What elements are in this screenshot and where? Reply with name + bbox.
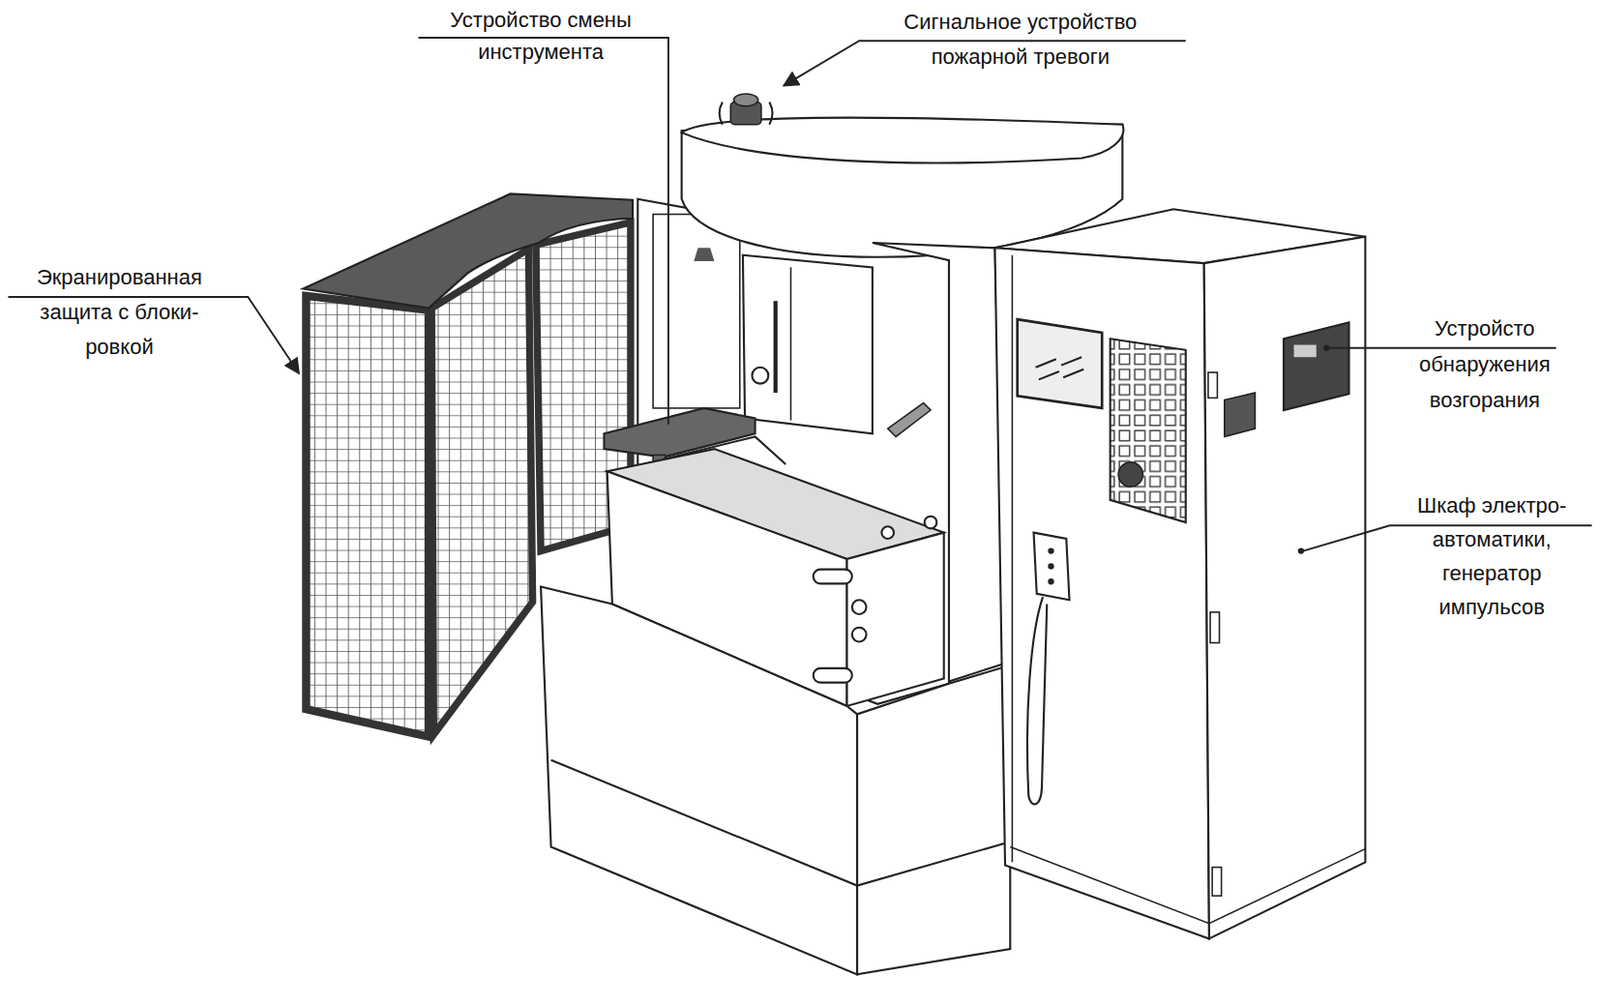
monitor-display [1036,356,1085,380]
control-knob [1118,462,1143,487]
small-box [1224,392,1256,437]
cabinet-side [1204,237,1366,940]
base-front [540,587,858,976]
alarm-waves [719,101,773,124]
column-window [652,214,741,409]
cabinet-door-edge [1011,255,1014,863]
callout-label: Экранированная защита с блоки- ровкой [15,260,224,365]
cage-left-panel [305,296,429,738]
pendant-button [1047,547,1054,554]
monitor [1017,319,1103,409]
pendant [1034,533,1070,601]
callout-label: Сигнальное устройство пожарной тревоги [875,4,1166,75]
cabinet-side-panel [872,242,1006,682]
tool-changer [603,408,755,458]
tank-knob [924,516,938,530]
ram-knob [751,367,769,385]
cabinet-front [994,247,1210,939]
fire-alarm-dome [733,93,758,107]
callout-label: Шкаф электро- автоматики, генератор импу… [1402,489,1582,624]
base-side [857,665,1010,976]
callout-label: Устройство смены инструмента [419,4,662,68]
ram-edge [790,266,793,420]
hinge [1210,612,1219,644]
pendant-button [1047,578,1054,585]
hinge [1208,372,1217,398]
fire-detector [1283,322,1350,411]
ram [742,255,873,435]
hinge [1212,867,1221,897]
leader-line [417,37,668,425]
keypad [1110,338,1186,523]
base-plinth [551,760,1011,887]
tank-latch [852,599,867,615]
leader-dot [1298,547,1304,554]
pendant-cable [1027,596,1047,804]
callout-label: Устройсто обнаружения возгорания [1397,311,1572,419]
tank-knob [881,526,894,539]
pendant-button [1047,562,1054,569]
cage-middle-panel [431,248,533,735]
tank-latch [852,627,867,643]
nozzle [693,247,714,262]
fire-detector-display [1294,345,1317,358]
cabinet-plinth [1009,847,1365,924]
ram-slot [773,300,778,393]
nozzle-arm [888,403,931,438]
leader-line [1328,347,1556,350]
tank-handle [813,569,853,585]
tank-side [847,533,945,707]
leader-dot [1323,345,1330,352]
tank-handle [813,668,853,683]
cage-top-frame [302,193,633,308]
